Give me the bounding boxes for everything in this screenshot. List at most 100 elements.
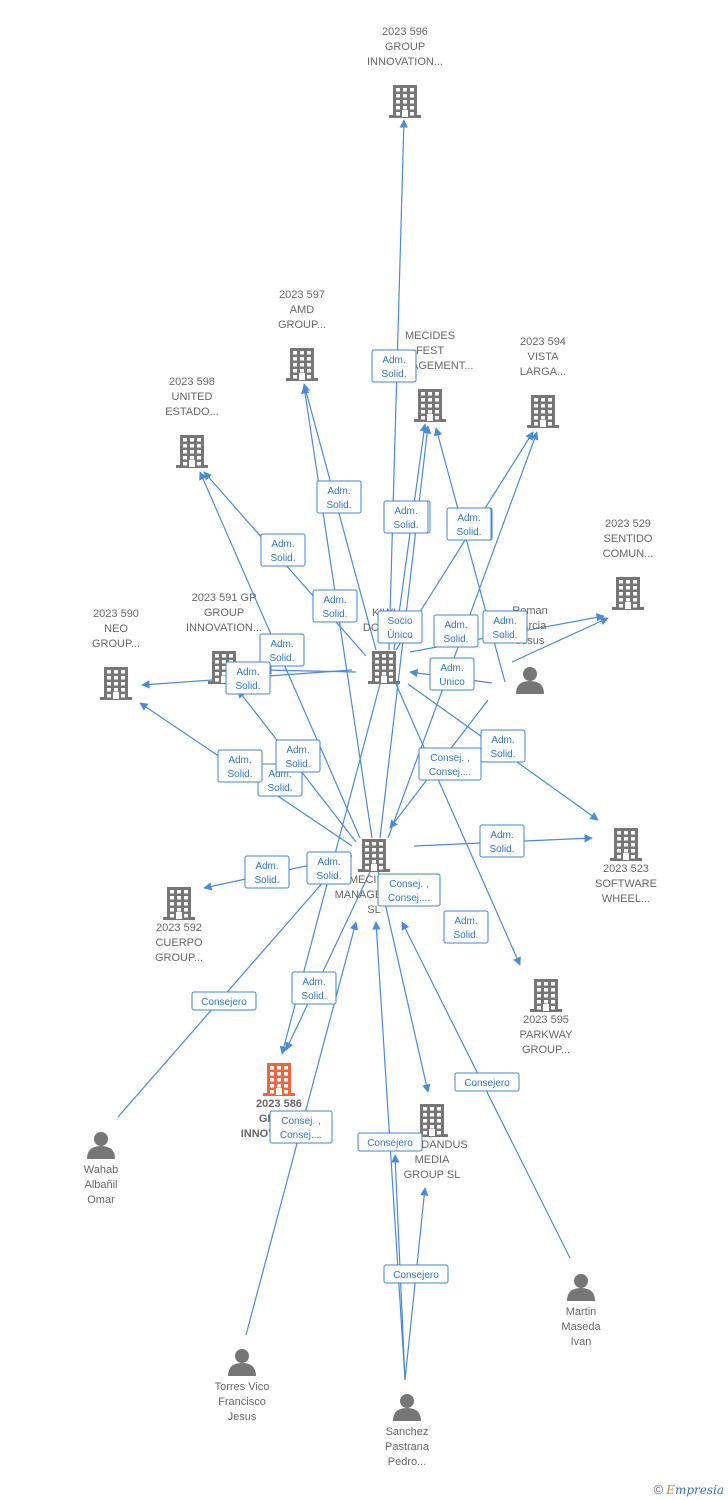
edge-layer [117,119,609,1381]
edge-label[interactable]: Adm.Solid. [316,480,362,514]
node-label-ptorres: Francisco [218,1396,266,1408]
company-icon[interactable] [100,667,132,700]
company-icon[interactable] [286,348,318,381]
node-label-psanchez: Pedro... [388,1456,427,1468]
edge-label[interactable]: Consejero [191,991,257,1011]
edge-label[interactable]: Adm.Solid. [244,855,290,889]
edge-label[interactable]: Consejero [383,1264,449,1284]
edge-label[interactable]: Adm.Solid. [383,500,429,534]
person-icon[interactable] [87,1132,115,1159]
node-label-pwahab: Wahab [84,1164,118,1176]
edge-label-text: Adm. [491,735,514,746]
edge-nkiwi-to-n596[interactable] [388,119,408,651]
node-label-n529: SENTIDO [604,533,653,545]
company-icon[interactable] [368,651,400,684]
edge-label-text: Adm. [382,355,405,366]
brand-logo[interactable]: Empresia [666,1483,724,1497]
edge-nmecman-to-n586[interactable] [285,871,371,1051]
company-icon[interactable] [389,85,421,118]
person-icon[interactable] [228,1349,256,1376]
edge-nkiwi-to-n591[interactable] [263,665,357,675]
company-icon[interactable] [610,828,642,861]
edge-label[interactable]: Adm. Solid. [482,610,528,644]
edge-label[interactable]: Adm.Unico [429,657,475,691]
edge-label-text: Adm. [271,539,294,550]
person-icon[interactable] [516,667,544,694]
edge-label-text: Solid. [490,749,515,760]
edge-label[interactable]: Adm.Solid. [291,971,337,1005]
node-label-n597: GROUP... [278,319,326,331]
edge-label-text: Adm. [268,769,291,780]
edge-label-text: Consejero [464,1078,510,1089]
company-icon[interactable] [527,395,559,428]
node-label-psanchez: Pastrana [385,1441,430,1453]
edge-label-text: Adm. [394,506,417,517]
edge-label-text: Solid. [492,630,517,641]
node-label-pwahab: Omar [87,1194,115,1206]
edge-label-text: Adm. [493,616,516,627]
edge-label[interactable]: Adm.Solid. [479,824,525,858]
edge-label[interactable]: Adm.Solid. [371,349,417,383]
node-label-n598: UNITED [172,391,213,403]
edge-label[interactable]: Adm.Solid. [306,851,352,885]
edge-nkiwi-to-n597[interactable] [301,383,377,651]
edge-label-text: Adm. [323,595,346,606]
edge-label-text: Adm. [317,857,340,868]
edge-label[interactable]: Adm.Solid. [217,749,263,783]
edge-label-text: Consej. , [389,879,428,890]
company-icon[interactable] [530,979,562,1012]
edge-label-text: Solid. [267,783,292,794]
edge-nkiwi-to-n595[interactable] [395,683,521,966]
edge-label-text: Consej.... [388,893,430,904]
person-icon[interactable] [567,1274,595,1301]
node-label-n597: AMD [290,304,315,316]
edge-label[interactable]: Adm.Solid. [446,507,492,541]
edge-label-text: Consejero [367,1138,413,1149]
node-label-n595: GROUP... [522,1044,570,1056]
company-icon[interactable] [416,1104,448,1137]
node-label-nmund: GROUP SL [404,1169,461,1181]
company-icon[interactable] [358,839,390,872]
edge-label[interactable]: Adm.Solid. [312,589,358,623]
highlighted-company-icon[interactable] [263,1063,295,1096]
edge-label[interactable]: Consejero [454,1072,520,1092]
node-label-n592: CUERPO [155,937,203,949]
edge-label-text: Consejero [393,1270,439,1281]
company-icon[interactable] [176,435,208,468]
edge-label[interactable]: Consej. ,Consej.... [418,747,482,781]
edge-psanchez-to-nmund[interactable] [404,1187,429,1381]
edge-label-text: Solid. [453,930,478,941]
node-label-n591: 2023 591 GP [192,592,257,604]
edge-label[interactable]: Adm.Solid. [275,739,321,773]
edge-label[interactable]: Adm.Solid. [433,614,479,648]
edge-label-text: Adm. [490,830,513,841]
edge-label[interactable]: Adm.Solid. [225,661,271,695]
edge-label[interactable]: Adm.Solid. [259,633,305,667]
company-icon[interactable] [612,577,644,610]
node-label-pwahab: Albañil [84,1179,117,1191]
edge-nmecman-to-nmund[interactable] [377,871,431,1093]
edge-label-text: Único [387,628,413,641]
edge-label[interactable]: Adm. Solid. [480,729,526,763]
edge-label[interactable]: Consejero [357,1132,423,1152]
company-icon[interactable] [163,887,195,920]
person-icon[interactable] [393,1394,421,1421]
node-label-n594: 2023 594 [520,336,566,348]
node-label-n598: 2023 598 [169,376,215,388]
credit[interactable]: ©Empresia [654,1482,724,1497]
edge-label[interactable]: Adm.Solid. [443,910,489,944]
node-label-n596: GROUP [385,41,425,53]
copyright-symbol: © [653,1482,664,1497]
node-label-nmecfest: MECIDES [405,330,455,342]
edge-proman-to-n529[interactable] [511,617,609,663]
edge-label[interactable]: Adm.Solid. [260,533,306,567]
edge-label-text: Consej. , [430,753,469,764]
edge-label[interactable]: Consej. , Consej.... [377,873,441,907]
edge-label[interactable]: Consej. ,Consej.... [269,1110,333,1144]
edge-label-text: Solid. [269,653,294,664]
company-icon[interactable] [414,389,446,422]
edge-label-text: Unico [439,677,465,688]
node-label-n596: INNOVATION... [367,56,443,68]
